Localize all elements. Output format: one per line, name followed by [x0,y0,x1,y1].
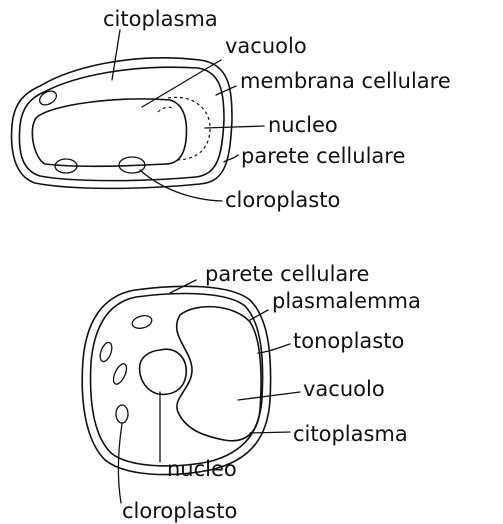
bottom-label-vacuolo: vacuolo [303,377,385,401]
bottom-nucleus [140,349,187,394]
bottom-label-cloroplasto: cloroplasto [122,499,237,523]
bottom-leader-vacuolo [238,392,300,400]
bottom-vacuole [177,307,261,441]
top-cell-wall [12,58,232,188]
top-label-cloroplasto: cloroplasto [225,188,340,212]
bottom-label-plasmalemma: plasmalemma [272,289,421,313]
top-cell: citoplasma vacuolo membrana cellulare nu… [12,7,451,212]
top-nucleus-inner [158,107,172,112]
top-vacuole [32,99,186,166]
bottom-leader-cloroplasto [118,424,122,503]
bottom-label-parete: parete cellulare [205,262,369,286]
top-cell-membrane [19,67,224,180]
top-chloroplast-1 [37,88,59,107]
bottom-chloroplast-2 [98,341,114,363]
bottom-chloroplast-3 [111,362,129,386]
bottom-leader-citoplasma [250,432,290,433]
top-leader-parete [224,155,238,162]
top-leader-membrana [216,86,236,95]
top-label-membrana: membrana cellulare [240,69,451,93]
bottom-chloroplast-4 [116,405,128,423]
top-leader-citoplasma [112,30,120,80]
bottom-label-tonoplasto: tonoplasto [293,329,404,353]
bottom-chloroplast-1 [131,314,153,331]
top-label-nucleo: nucleo [268,113,338,137]
top-leader-nucleo [205,126,264,128]
top-nucleus [168,97,210,160]
bottom-cell: parete cellulare plasmalemma tonoplasto … [82,262,421,523]
top-label-vacuolo: vacuolo [225,34,307,58]
top-label-citoplasma: citoplasma [103,7,218,31]
bottom-label-citoplasma: citoplasma [293,422,408,446]
bottom-leader-tonoplasto [258,344,290,353]
bottom-label-nucleo: nucleo [167,457,237,481]
top-label-parete: parete cellulare [241,144,405,168]
